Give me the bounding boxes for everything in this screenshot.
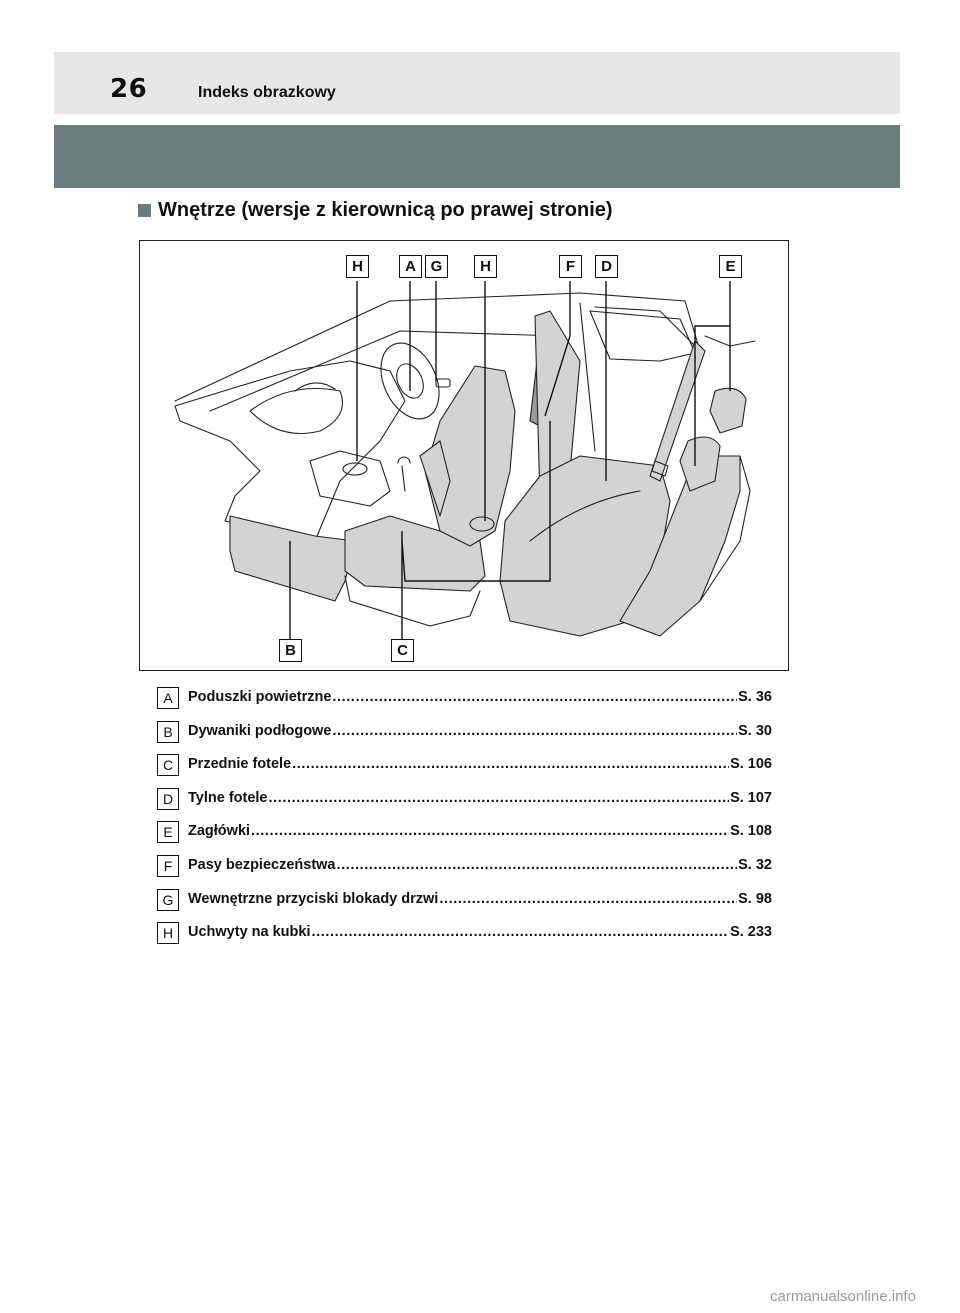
roof-line	[174, 292, 701, 402]
windshield-line	[209, 330, 561, 412]
cup-holder-front	[342, 462, 368, 476]
rear-belt-buckle	[651, 460, 669, 477]
rear-seatback	[619, 455, 741, 637]
legend-item: B Dywaniki podłogowe S. 30	[157, 720, 772, 755]
legend-item: F Pasy bezpieczeństwa S. 32	[157, 854, 772, 889]
steering-wheel	[380, 342, 440, 420]
header-band	[54, 52, 900, 114]
legend-label: Wewnętrzne przyciski blokady drzwi	[188, 890, 439, 907]
page-reference[interactable]: S. 233	[730, 924, 772, 941]
legend-item: C Przednie fotele S. 106	[157, 754, 772, 788]
cup-holder-rear	[469, 516, 495, 532]
door-lock-button	[435, 378, 451, 388]
page-reference[interactable]: S. 36	[738, 689, 772, 705]
watermark: carmanualsonline.info	[770, 1288, 916, 1305]
leader-dots	[251, 821, 729, 841]
callout-d: D	[595, 255, 618, 278]
legend-list: A Poduszki powietrzne S. 36 B Dywaniki p…	[157, 687, 772, 956]
legend-key: D	[157, 787, 179, 810]
rear-seat-inner	[529, 490, 641, 542]
page-reference[interactable]: S. 106	[730, 756, 772, 773]
section-bullet-icon	[138, 204, 151, 217]
legend-key: G	[157, 888, 179, 911]
legend-label: Pasy bezpieczeństwa	[188, 856, 336, 873]
section-heading: Wnętrze (wersje z kierownicą po prawej s…	[138, 199, 613, 222]
rear-side-panel	[699, 455, 751, 602]
seat-base	[344, 575, 481, 627]
callout-c: C	[391, 639, 414, 662]
floor-mat	[229, 515, 356, 602]
leader-dots	[439, 889, 737, 909]
legend-label: Tylne fotele	[188, 789, 268, 806]
legend-item: E Zagłówki S. 108	[157, 821, 772, 855]
callout-b: B	[279, 639, 302, 662]
legend-item: A Poduszki powietrzne S. 36	[157, 687, 772, 721]
legend-key: A	[157, 687, 179, 709]
section-band	[54, 125, 900, 188]
section-heading-text: Wnętrze (wersje z kierownicą po prawej s…	[158, 199, 613, 221]
dash-gauge	[294, 382, 336, 392]
legend-item: G Wewnętrzne przyciski blokady drzwi S. …	[157, 888, 772, 923]
legend-key: F	[157, 854, 179, 877]
dash-vent	[249, 388, 344, 435]
leader-e	[694, 281, 731, 466]
legend-key: C	[157, 754, 179, 777]
callout-h-right: H	[474, 255, 497, 278]
callout-h-left: H	[346, 255, 369, 278]
legend-key: B	[157, 720, 179, 743]
legend-label: Uchwyty na kubki	[188, 924, 311, 941]
rear-belt	[649, 340, 706, 482]
page-reference[interactable]: S. 98	[738, 890, 772, 907]
leader-dots	[311, 922, 729, 942]
page-reference[interactable]: S. 32	[738, 856, 772, 873]
callout-e: E	[719, 255, 742, 278]
legend-item: D Tylne fotele S. 107	[157, 787, 772, 822]
center-console	[309, 450, 391, 507]
b-pillar	[534, 310, 581, 502]
leader-f-down	[401, 421, 551, 582]
legend-label: Dywaniki podłogowe	[188, 722, 332, 739]
headrest-2	[709, 387, 747, 434]
leader-dots	[332, 721, 737, 741]
leader-f	[544, 281, 571, 417]
leader-dots	[292, 754, 729, 774]
dashboard	[174, 360, 406, 542]
leader-dots	[269, 788, 730, 808]
callout-g: G	[425, 255, 448, 278]
leader-dots	[337, 855, 738, 875]
callout-f: F	[559, 255, 582, 278]
legend-label: Zagłówki	[188, 823, 251, 840]
page-number: 26	[110, 74, 148, 104]
legend-label: Przednie fotele	[188, 756, 292, 773]
legend-key: E	[157, 821, 179, 844]
door-frame-line	[579, 302, 701, 452]
page-reference[interactable]: S. 30	[738, 722, 772, 739]
legend-key: H	[157, 922, 179, 945]
page-reference[interactable]: S. 108	[730, 823, 772, 840]
interior-illustration: H A G H F D E B C	[139, 240, 789, 671]
front-seat-side	[419, 440, 451, 517]
steering-hub	[396, 363, 424, 399]
interior-drawing	[174, 281, 756, 641]
callout-a: A	[399, 255, 422, 278]
chapter-title: Indeks obrazkowy	[198, 84, 336, 101]
gear-lever	[397, 456, 411, 492]
legend-item: H Uchwyty na kubki S. 233	[157, 922, 772, 956]
legend-label: Poduszki powietrzne	[188, 689, 332, 705]
page-reference[interactable]: S. 107	[730, 789, 772, 806]
leader-dots	[332, 687, 737, 707]
